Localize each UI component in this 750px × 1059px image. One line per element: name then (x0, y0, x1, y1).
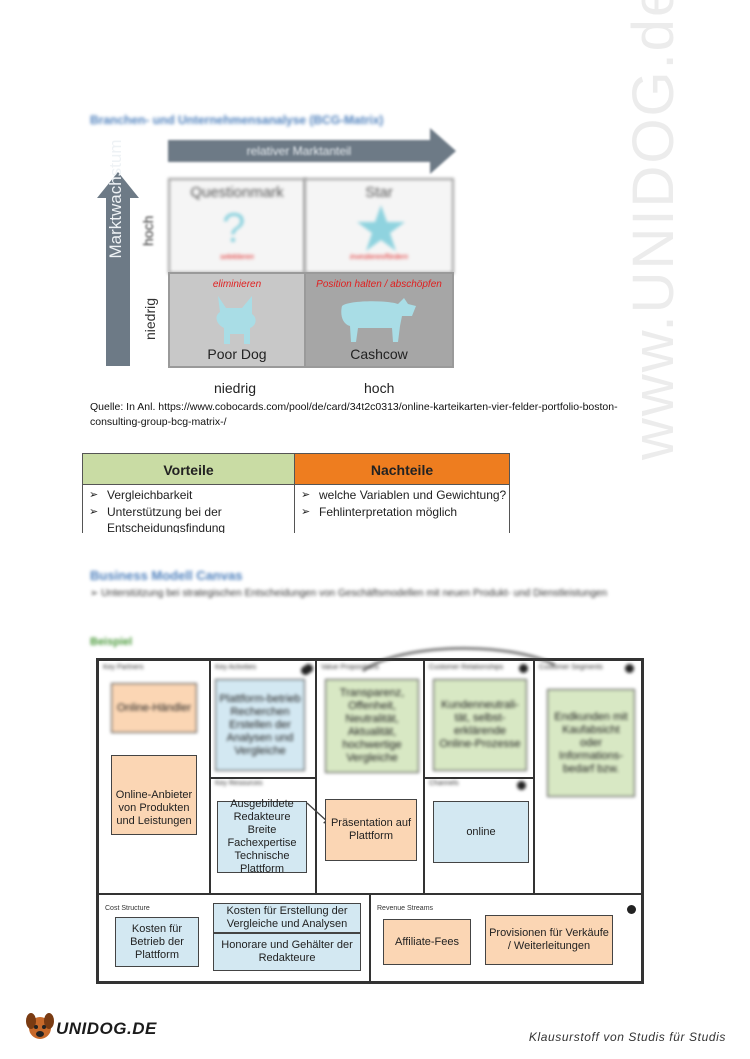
divider-relationships-channels (425, 777, 535, 779)
nachteil-item: Fehlinterpretation möglich (301, 504, 509, 521)
bcg-heading: Branchen- und Unternehmensanalyse (BCG-M… (90, 113, 384, 127)
dog-note: eliminieren (212, 279, 262, 290)
col-value-propositions (317, 661, 425, 893)
col-key-partners (99, 661, 211, 893)
vorteil-item: Unterstützung bei der Entscheidungsfindu… (89, 504, 294, 534)
note-online-anbieter: Online-Anbieter von Produkten und Leistu… (111, 755, 197, 835)
note-kosten-vergleiche: Kosten für Erstellung der Vergleiche und… (213, 903, 361, 933)
question-mark-icon: ? (222, 204, 246, 251)
vorteil-item: Vergleichbarkeit (89, 487, 294, 504)
bmc-heading: Business Modell Canvas (90, 568, 243, 583)
people-icon (625, 664, 634, 673)
label-channels: Channels (429, 780, 459, 787)
dog-title: Poor Dog (207, 346, 267, 362)
y-arrow-label: Marktwachstum (106, 139, 125, 259)
footer-tagline: Klausurstoff von Studis für Studis (528, 1030, 726, 1044)
x-arrow-head (430, 128, 456, 174)
star-note: investieren/fördern (350, 254, 408, 261)
note-provisionen: Provisionen für Verkäufe / Weiterleitung… (485, 915, 613, 965)
y-arrow-head (97, 172, 139, 198)
truck-icon (517, 781, 526, 790)
unidog-logo: UNIDOG.DE (22, 1012, 157, 1046)
label-cost-structure: Cost Structure (105, 905, 150, 912)
row-label-low: niedrig (142, 297, 158, 340)
cell-cashcow: Position halten / abschöpfen Cashcow (304, 272, 454, 368)
note-kosten-betrieb: Kosten für Betrieb der Plattform (115, 917, 199, 967)
label-revenue-streams: Revenue Streams (377, 905, 434, 912)
label-customer-segments: Customer Segments (539, 664, 603, 671)
note-redakteure: Ausgebildete Redakteure Breite Fachexper… (217, 798, 307, 875)
note-plattformbetrieb: Plattform-betrieb Recherchen Erstellen d… (215, 679, 305, 771)
note-praesentation: Präsentation auf Plattform (325, 799, 417, 861)
vorteile-cell: Vergleichbarkeit Unterstützung bei der E… (82, 485, 295, 533)
money-bag-icon (627, 905, 636, 914)
cell-star: Star investieren/fördern (304, 178, 454, 274)
label-key-partners: Key Partners (103, 664, 144, 671)
note-online: online (433, 801, 529, 863)
col-label-high: hoch (364, 380, 395, 396)
note-endkunden: Endkunden mit Kaufabsicht oder Informati… (547, 689, 635, 797)
bmc-bullet: ➢ Unterstützung bei strategischen Entsch… (90, 586, 655, 601)
star-icon (357, 205, 405, 251)
dog-logo-icon (26, 1013, 54, 1039)
note-honorare: Honorare und Gehälter der Redakteure (213, 933, 361, 971)
online-anbieter-text: Online-Anbieter von Produkten und Leistu… (115, 789, 193, 827)
cow-icon (341, 298, 416, 342)
bullet-arrow-icon: ➢ (90, 588, 102, 599)
label-key-resources: Key Resources (215, 780, 263, 787)
bcg-source: Quelle: In Anl. https://www.cobocards.co… (90, 401, 618, 428)
label-value-propositions: Value Propositions (321, 664, 379, 671)
business-model-canvas: Key Partners Key Activities Value Propos… (96, 647, 644, 984)
bmc-example-label: Beispiel (90, 636, 133, 648)
cashcow-title: Cashcow (350, 346, 408, 362)
y-arrow-shaft (106, 198, 130, 366)
col-cost-structure (99, 893, 371, 981)
cell-poor-dog: eliminieren Poor Dog (168, 272, 306, 368)
divider-activities-resources (211, 777, 317, 779)
x-arrow-label: relativer Marktanteil (168, 140, 430, 162)
nachteile-header: Nachteile (294, 453, 510, 485)
vorteile-header: Vorteile (82, 453, 295, 485)
note-online-haendler: Online-Händler (111, 683, 197, 733)
nachteile-cell: welche Variablen und Gewichtung? Fehlint… (294, 485, 510, 533)
col-label-low: niedrig (214, 380, 257, 396)
row-label-high: hoch (140, 215, 156, 246)
questionmark-note: selektieren (220, 254, 254, 261)
note-kundenneutralitaet: Kundenneutrali-tät, selbst-erklärende On… (433, 679, 527, 771)
cashcow-note: Position halten / abschöpfen (316, 279, 442, 290)
heart-icon (519, 664, 528, 673)
logo-text: UNIDOG.DE (56, 1019, 157, 1038)
divider-bottom (99, 893, 644, 895)
label-key-activities: Key Activities (215, 664, 257, 671)
dog-icon (216, 296, 256, 344)
watermark: www.UNIDOG.de (621, 0, 686, 460)
arrow-curve-icon (362, 647, 556, 672)
gear-icon (304, 664, 313, 673)
bmc-bullet-text: Unterstützung bei strategischen Entschei… (101, 588, 608, 599)
nachteil-item: welche Variablen und Gewichtung? (301, 487, 509, 504)
cell-questionmark: Questionmark ? selektieren (168, 178, 306, 274)
note-affiliate: Affiliate-Fees (383, 919, 471, 965)
star-title: Star (365, 184, 393, 201)
label-customer-relationships: Customer Relationships (429, 664, 504, 671)
questionmark-title: Questionmark (190, 184, 284, 201)
note-transparenz: Transparenz, Offenheit, Neutralität, Akt… (325, 679, 419, 773)
